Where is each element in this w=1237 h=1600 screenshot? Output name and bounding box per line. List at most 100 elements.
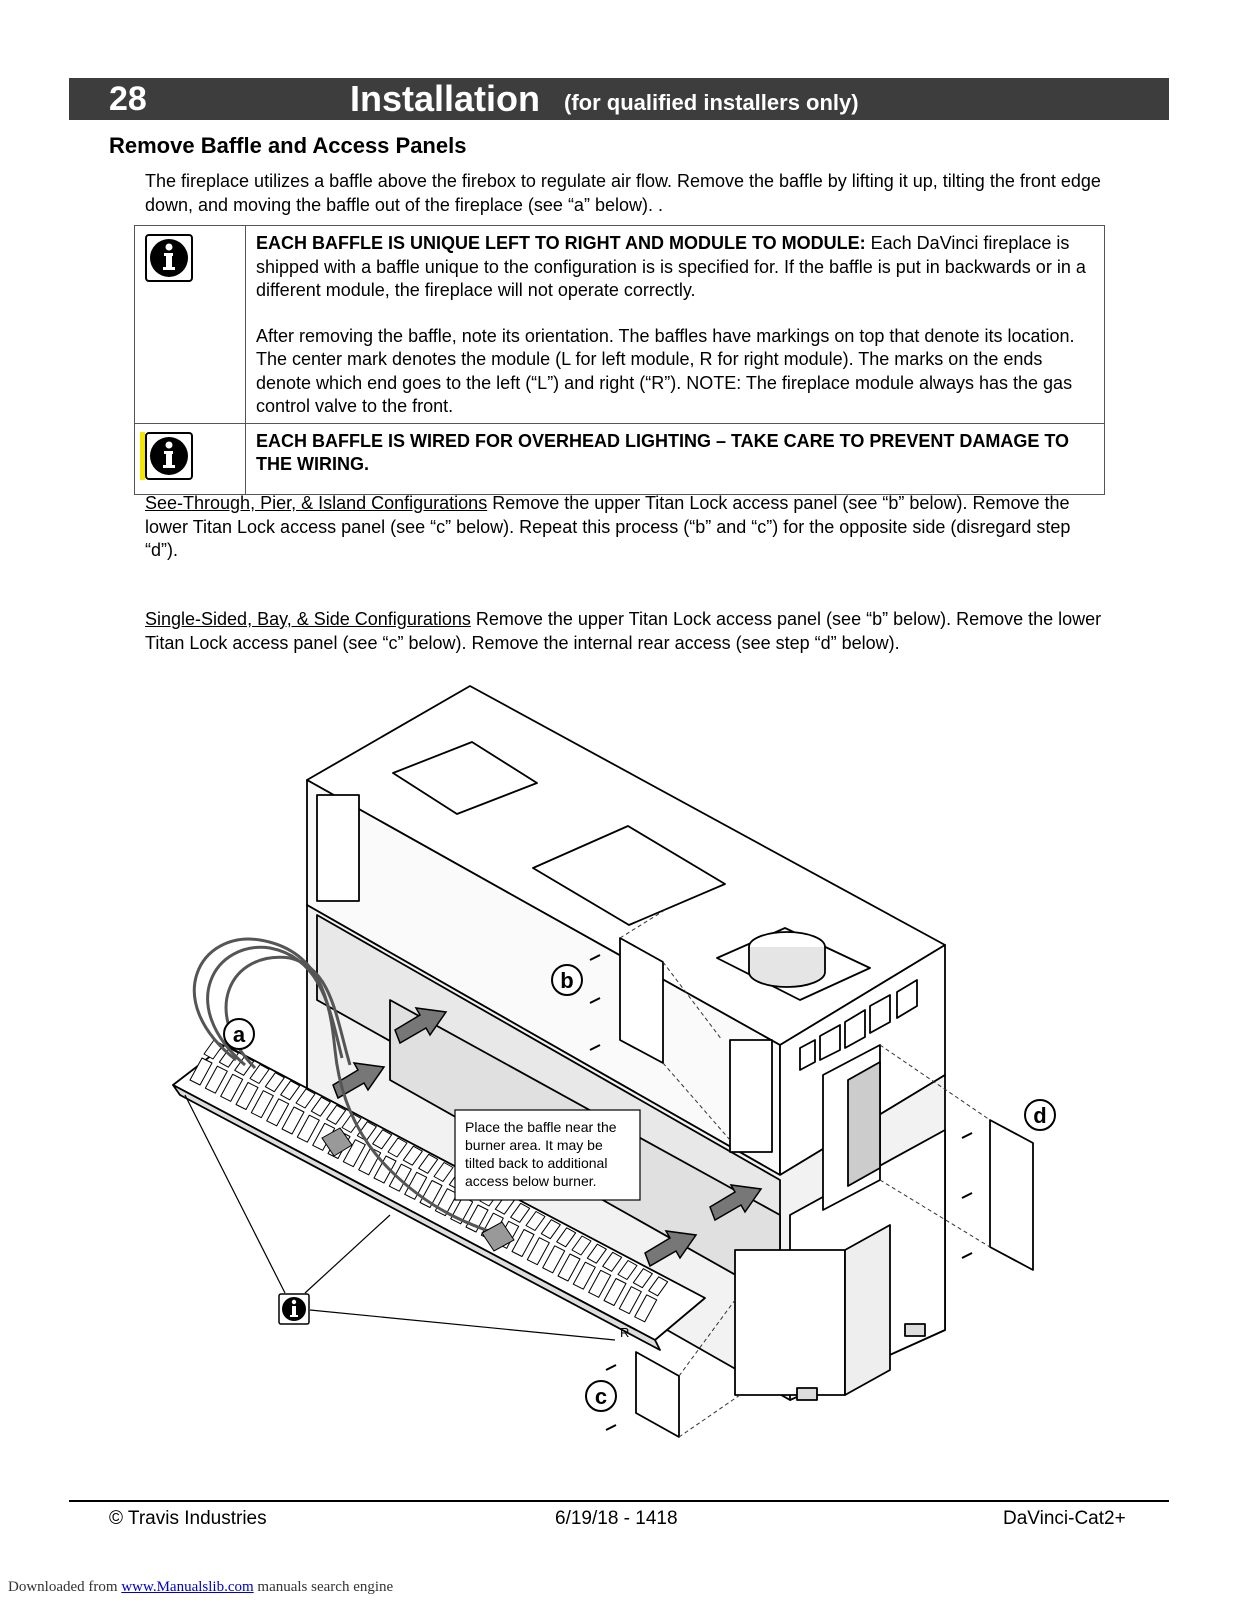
- wire: [192, 937, 501, 1237]
- section-title: Remove Baffle and Access Panels: [109, 133, 467, 158]
- info-icon: [278, 1293, 310, 1325]
- baffle-slot: [372, 1129, 393, 1150]
- note-icon-cell: [134, 225, 246, 424]
- footer-rule: [69, 1500, 1169, 1502]
- baffle-slot: [402, 1145, 423, 1166]
- baffle-slot: [264, 1072, 285, 1093]
- foot: [904, 1323, 926, 1337]
- note1-text2: After removing the baffle, note its orie…: [256, 325, 1075, 417]
- baffle-slot: [525, 1211, 546, 1231]
- access-panel-d: [989, 1119, 1034, 1271]
- upper-front-port: [729, 1039, 773, 1153]
- foot: [796, 1387, 818, 1401]
- intro-paragraph: The fireplace utilizes a baffle above th…: [145, 171, 1101, 215]
- front-side-panel: [316, 794, 360, 902]
- lower-end-side: [844, 1224, 891, 1396]
- download-prefix: Downloaded from: [8, 1579, 122, 1595]
- baffle-slot: [204, 1065, 228, 1094]
- baffle-slot: [189, 1057, 213, 1086]
- airflow-arrow: [709, 1184, 763, 1222]
- baffle-slots: [189, 1039, 669, 1323]
- baffle-slot: [571, 1235, 592, 1256]
- notes-table: EACH BAFFLE IS UNIQUE LEFT TO RIGHT AND …: [134, 225, 1105, 495]
- guide-line: [879, 1179, 991, 1248]
- baffle-slot: [341, 1113, 362, 1133]
- leader-line: [304, 1214, 391, 1294]
- access-panel-c: [635, 1351, 680, 1438]
- config-single-sided-label: Single-Sided, Bay, & Side Configurations: [145, 609, 471, 629]
- baffle-slot: [295, 1088, 316, 1109]
- baffle-slot: [433, 1162, 454, 1182]
- footer-left: © Travis Industries: [109, 1508, 267, 1529]
- guide-line: [879, 1044, 991, 1121]
- baffle-slot: [556, 1227, 577, 1248]
- baffle-slot: [266, 1098, 290, 1127]
- baffle-slot: [588, 1269, 612, 1298]
- callout-b-circle: [551, 964, 583, 996]
- guide-line: [662, 961, 723, 1041]
- baffle-slot: [250, 1090, 274, 1119]
- baffle-slot: [540, 1219, 561, 1240]
- page-number: 28: [109, 80, 147, 118]
- baffle-slot: [281, 1106, 305, 1135]
- vent: [896, 979, 918, 1019]
- baffle-slot: [404, 1171, 428, 1200]
- wire-connector: [481, 1221, 515, 1252]
- screws: [589, 954, 973, 1431]
- baffle-slot: [511, 1229, 535, 1257]
- baffle-slot: [296, 1114, 320, 1143]
- vent: [819, 1024, 841, 1061]
- leader-line: [309, 1309, 616, 1341]
- guide-line: [678, 1394, 741, 1438]
- note2-bold: EACH BAFFLE IS WIRED FOR OVERHEAD LIGHTI…: [256, 430, 1070, 475]
- baffle-slot: [618, 1286, 642, 1315]
- guide-line: [619, 909, 666, 939]
- baffle-mark: R: [620, 1325, 629, 1340]
- baffle-slot: [586, 1243, 607, 1264]
- callout-c-circle: [585, 1380, 617, 1412]
- baffle-slot: [557, 1253, 581, 1282]
- download-suffix: manuals search engine: [253, 1579, 394, 1595]
- vent: [799, 1039, 816, 1071]
- wire: [224, 955, 352, 1070]
- baffle-slot: [342, 1139, 366, 1168]
- wire: [206, 945, 344, 1067]
- baffle-slot: [542, 1245, 566, 1274]
- baffle-slot: [632, 1268, 653, 1289]
- rear-access-slot: [847, 1061, 881, 1187]
- download-line: Downloaded from www.Manualslib.com manua…: [8, 1579, 393, 1596]
- baffle-slot: [280, 1080, 301, 1101]
- top-panel-2: [532, 825, 726, 926]
- page-title: Installation: [350, 78, 541, 119]
- footer-center: 6/19/18 - 1418: [555, 1508, 678, 1529]
- config-single-sided-text: Remove the upper Titan Lock access panel…: [145, 609, 1102, 653]
- diagram-note-line: burner area. It may be: [465, 1137, 603, 1153]
- info-icon: [145, 431, 193, 480]
- page-header: 28 Installation (for qualified installer…: [69, 78, 1169, 120]
- callout-d: d: [1033, 1103, 1046, 1128]
- baffle-slot: [617, 1260, 638, 1280]
- baffle-slot: [603, 1278, 627, 1306]
- guide-line: [662, 1062, 731, 1141]
- baffle-slot: [326, 1104, 347, 1125]
- baffle-front-edge: [172, 1084, 661, 1351]
- baffle-slot: [634, 1294, 658, 1323]
- page-subtitle: (for qualified installers only): [564, 90, 859, 115]
- airflow-arrow: [332, 1062, 386, 1100]
- note1-text: Each DaVinci fireplace is shipped with a…: [256, 233, 1086, 300]
- airflow-arrow: [644, 1230, 698, 1268]
- baffle-slot: [310, 1096, 331, 1117]
- wire-connector: [321, 1127, 353, 1157]
- top-panel-1: [392, 741, 538, 815]
- manualslib-link[interactable]: www.Manualslib.com: [121, 1579, 254, 1595]
- note-text-cell: EACH BAFFLE IS UNIQUE LEFT TO RIGHT AND …: [245, 225, 1105, 424]
- baffle-slot: [220, 1073, 244, 1102]
- info-icon: [145, 234, 193, 282]
- vent: [844, 1009, 866, 1049]
- guide-line: [678, 1299, 736, 1377]
- diagram-note-box: [454, 1109, 641, 1201]
- baffle-slot: [388, 1163, 412, 1192]
- callout-c: c: [595, 1384, 607, 1409]
- baffle-slot: [648, 1276, 669, 1297]
- baffle-slot: [235, 1082, 259, 1110]
